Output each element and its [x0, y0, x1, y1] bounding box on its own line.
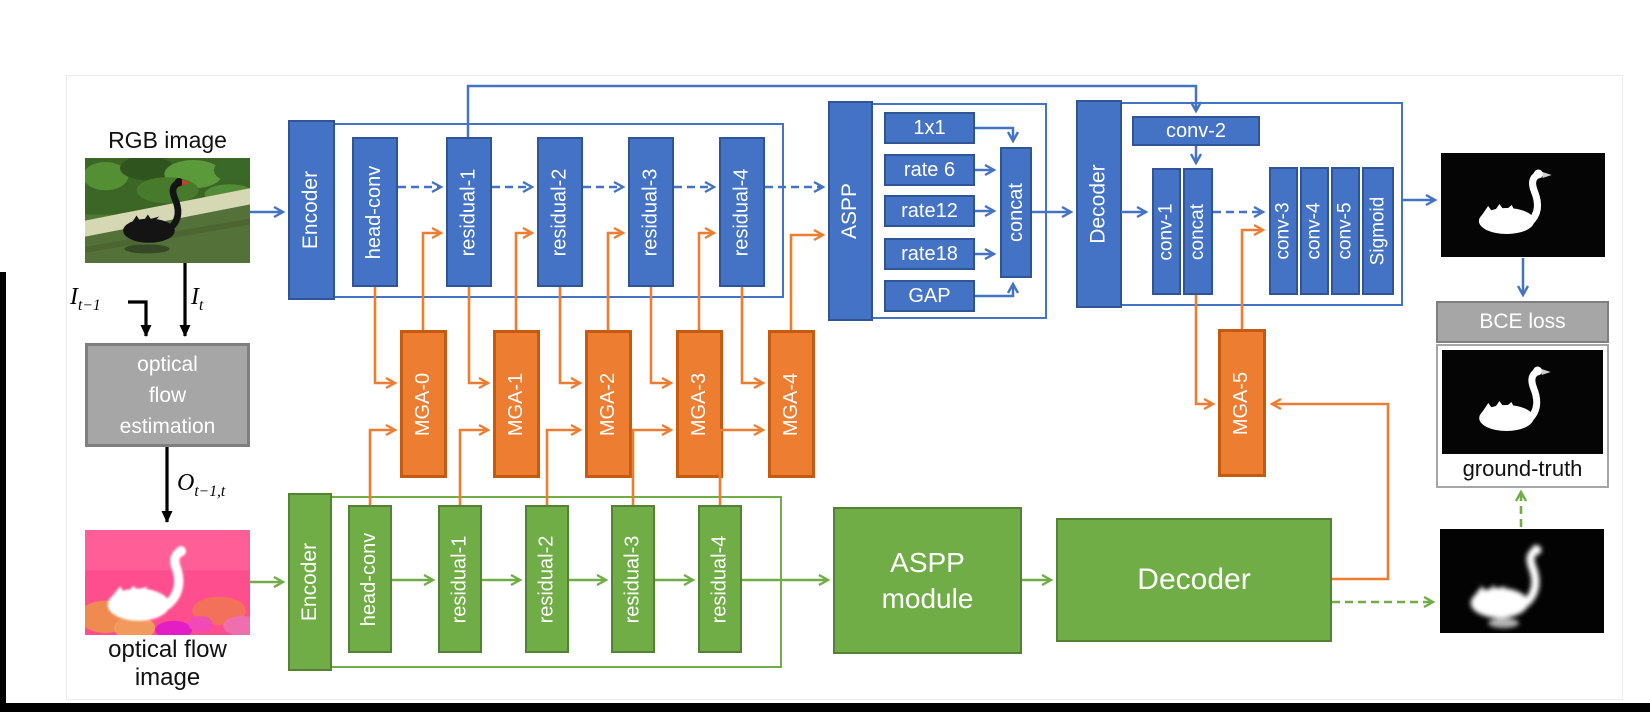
aspp-box: ASPP [828, 101, 873, 321]
optical-flow-image-caption: optical flow image [108, 636, 227, 691]
optical-flow-estimation-box: optical flow estimation [85, 343, 250, 447]
ground-truth-mask-image [1442, 350, 1603, 454]
mga-2-box: MGA-2 [585, 330, 632, 478]
aspp-1x1-box: 1x1 [884, 112, 975, 144]
bce-loss-box: BCE loss [1436, 301, 1609, 343]
left-black-edge [0, 272, 6, 712]
rgb-residual-3-box: residual-3 [628, 137, 674, 287]
rgb-head-conv-box: head-conv [352, 137, 398, 287]
decoder-concat-box: concat [1183, 168, 1213, 295]
decoder-conv1-box: conv-1 [1152, 168, 1181, 295]
decoder-box: Decoder [1076, 100, 1122, 308]
decoder-conv4-box: conv-4 [1300, 167, 1329, 295]
aspp-rate18-box: rate18 [884, 238, 975, 270]
frame-prev-label: It−1 [70, 284, 101, 314]
rgb-residual-2-box: residual-2 [537, 137, 583, 287]
flow-residual-4-box: residual-4 [698, 505, 742, 653]
aspp-rate6-box: rate 6 [884, 154, 975, 186]
ground-truth-label: ground-truth [1462, 456, 1583, 481]
rgb-residual-1-box: residual-1 [446, 137, 492, 287]
flow-residual-1-box: residual-1 [438, 505, 482, 653]
mga-3-box: MGA-3 [676, 330, 723, 478]
canvas-frame [66, 75, 1623, 700]
frame-cur-label: It [191, 284, 204, 314]
flow-decoder-box: Decoder [1056, 518, 1332, 642]
mga-4-box: MGA-4 [768, 330, 815, 478]
decoder-conv2-box: conv-2 [1132, 116, 1260, 146]
flow-residual-3-box: residual-3 [611, 505, 655, 653]
decoder-conv3-box: conv-3 [1269, 167, 1298, 295]
rgb-image-label: RGB image [108, 127, 227, 153]
bottom-black-bar [0, 703, 1650, 712]
flow-predicted-mask-image [1440, 529, 1604, 633]
aspp-gap-box: GAP [884, 280, 975, 312]
optical-flow-image [85, 530, 250, 635]
predicted-mask-image [1441, 153, 1605, 257]
aspp-concat-box: concat [1000, 147, 1032, 278]
decoder-conv5-box: conv-5 [1331, 167, 1360, 295]
aspp-rate12-box: rate12 [884, 195, 975, 227]
mga-0-box: MGA-0 [400, 330, 447, 478]
rgb-residual-4-box: residual-4 [719, 137, 765, 287]
flow-aspp-module-box: ASPP module [833, 507, 1022, 654]
flow-head-conv-box: head-conv [348, 505, 392, 653]
flow-residual-2-box: residual-2 [525, 505, 569, 653]
rgb-encoder-box: Encoder [288, 120, 335, 300]
rgb-image [85, 158, 250, 263]
flow-encoder-box: Encoder [288, 493, 332, 671]
mga-1-box: MGA-1 [493, 330, 540, 478]
ground-truth-panel: ground-truth [1436, 344, 1609, 488]
decoder-sigmoid-box: Sigmoid [1362, 167, 1394, 295]
mga-5-box: MGA-5 [1218, 329, 1266, 477]
flow-output-label: Ot−1,t [177, 470, 226, 500]
